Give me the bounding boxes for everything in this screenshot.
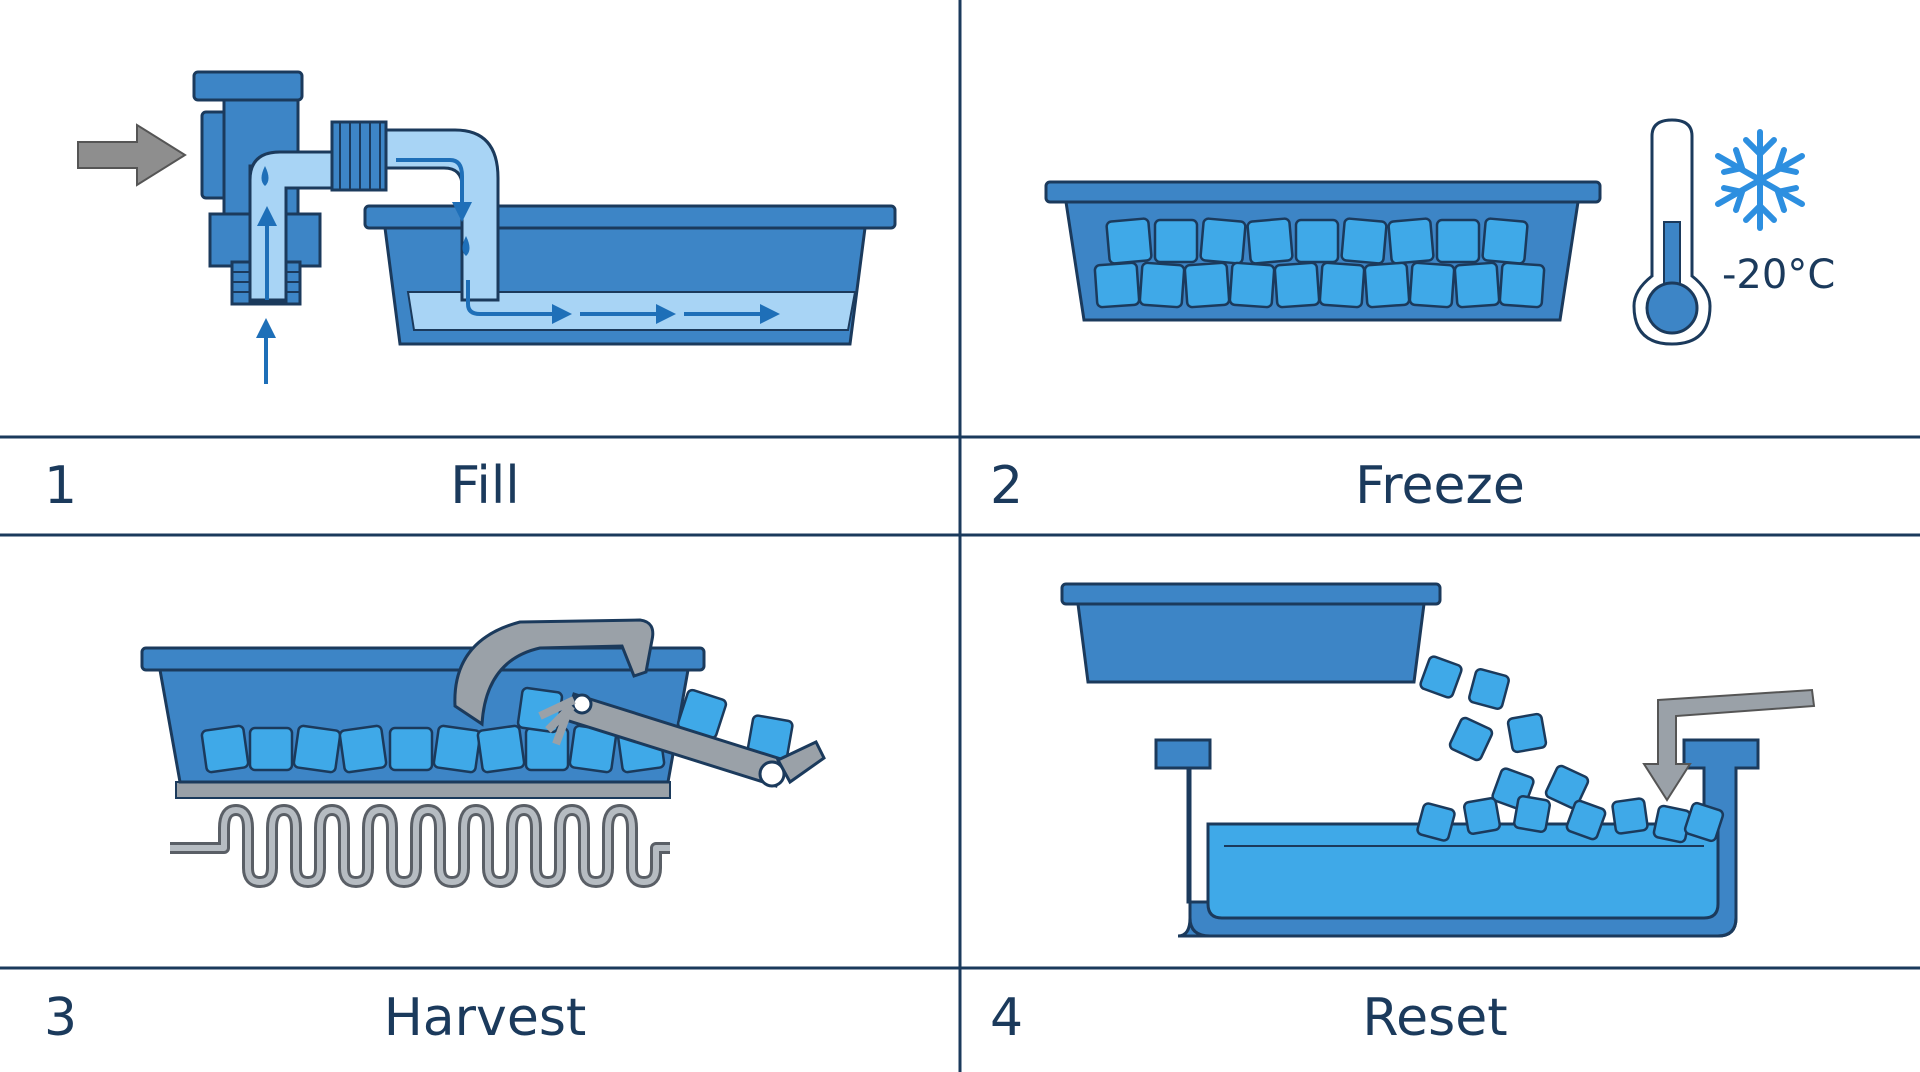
reset-illustration bbox=[1060, 582, 1816, 938]
water-drop-icon bbox=[462, 236, 470, 256]
ice-cube bbox=[1408, 261, 1456, 309]
ejector-arm-icon bbox=[453, 618, 826, 788]
snowflake-icon bbox=[1715, 129, 1805, 231]
ice-cubes bbox=[200, 686, 794, 774]
inlet-arrow-icon bbox=[77, 123, 187, 187]
ice-cube bbox=[1435, 218, 1481, 264]
step-title-freeze: Freeze bbox=[1355, 456, 1525, 516]
heating-coil-icon bbox=[170, 804, 670, 888]
ice-bin-icon bbox=[1154, 738, 1760, 938]
ice-cube bbox=[1093, 261, 1141, 309]
water-drop-icon bbox=[261, 166, 269, 186]
ice-cube bbox=[1544, 764, 1590, 810]
ice-cube bbox=[476, 724, 526, 774]
ice-cube bbox=[1294, 218, 1340, 264]
ice-cube bbox=[1498, 261, 1546, 309]
ice-cube bbox=[1506, 712, 1548, 754]
bin-arm-icon bbox=[1642, 688, 1816, 802]
ice-cubes bbox=[1093, 217, 1546, 309]
ice-cube bbox=[1683, 801, 1725, 843]
step-number-3: 3 bbox=[44, 988, 78, 1048]
step-title-fill: Fill bbox=[450, 456, 520, 516]
empty-tray bbox=[1060, 582, 1442, 684]
ice-cube bbox=[1453, 261, 1501, 309]
ice-cube bbox=[1199, 217, 1247, 265]
ice-cube bbox=[1228, 261, 1276, 309]
freeze-illustration: -20°C bbox=[1044, 118, 1835, 346]
ice-cube bbox=[1448, 716, 1494, 762]
water-tray bbox=[363, 204, 897, 346]
ice-cube bbox=[1318, 261, 1366, 309]
ice-cube bbox=[248, 726, 294, 772]
ice-cube bbox=[1138, 261, 1186, 309]
ice-cube bbox=[1565, 799, 1607, 841]
falling-ice-cubes bbox=[1416, 655, 1725, 844]
ice-cube bbox=[1183, 261, 1231, 309]
ice-cube bbox=[1105, 217, 1153, 265]
ice-cube bbox=[1340, 217, 1388, 265]
ice-cube bbox=[338, 724, 388, 774]
fill-illustration bbox=[77, 70, 897, 384]
ice-cube bbox=[1273, 261, 1321, 309]
water-level bbox=[406, 291, 857, 331]
step-title-harvest: Harvest bbox=[383, 988, 587, 1048]
step-number-2: 2 bbox=[990, 456, 1024, 516]
ice-cube bbox=[432, 724, 482, 774]
ice-cube bbox=[1463, 797, 1501, 835]
ice-cube bbox=[1416, 802, 1456, 842]
temperature-label: -20°C bbox=[1722, 252, 1835, 298]
step-title-reset: Reset bbox=[1362, 988, 1508, 1048]
ice-cube bbox=[388, 726, 434, 772]
ice-cube bbox=[1246, 217, 1294, 265]
ice-cube bbox=[1387, 217, 1435, 265]
ice-cube bbox=[200, 724, 250, 774]
ice-cube bbox=[1153, 218, 1199, 264]
heater-plate bbox=[175, 781, 671, 799]
step-number-1: 1 bbox=[44, 456, 78, 516]
ice-cube bbox=[1468, 668, 1510, 710]
flow-arrows bbox=[256, 158, 780, 384]
ice-cube bbox=[1513, 795, 1551, 833]
ice-cube bbox=[1363, 261, 1411, 309]
ice-cube bbox=[1611, 797, 1649, 835]
harvest-illustration bbox=[140, 618, 826, 888]
ice-cube bbox=[292, 724, 342, 774]
ice-cube bbox=[1481, 217, 1529, 265]
step-number-4: 4 bbox=[990, 988, 1024, 1048]
ice-cube bbox=[1419, 655, 1463, 699]
thermometer-icon bbox=[1632, 118, 1712, 346]
